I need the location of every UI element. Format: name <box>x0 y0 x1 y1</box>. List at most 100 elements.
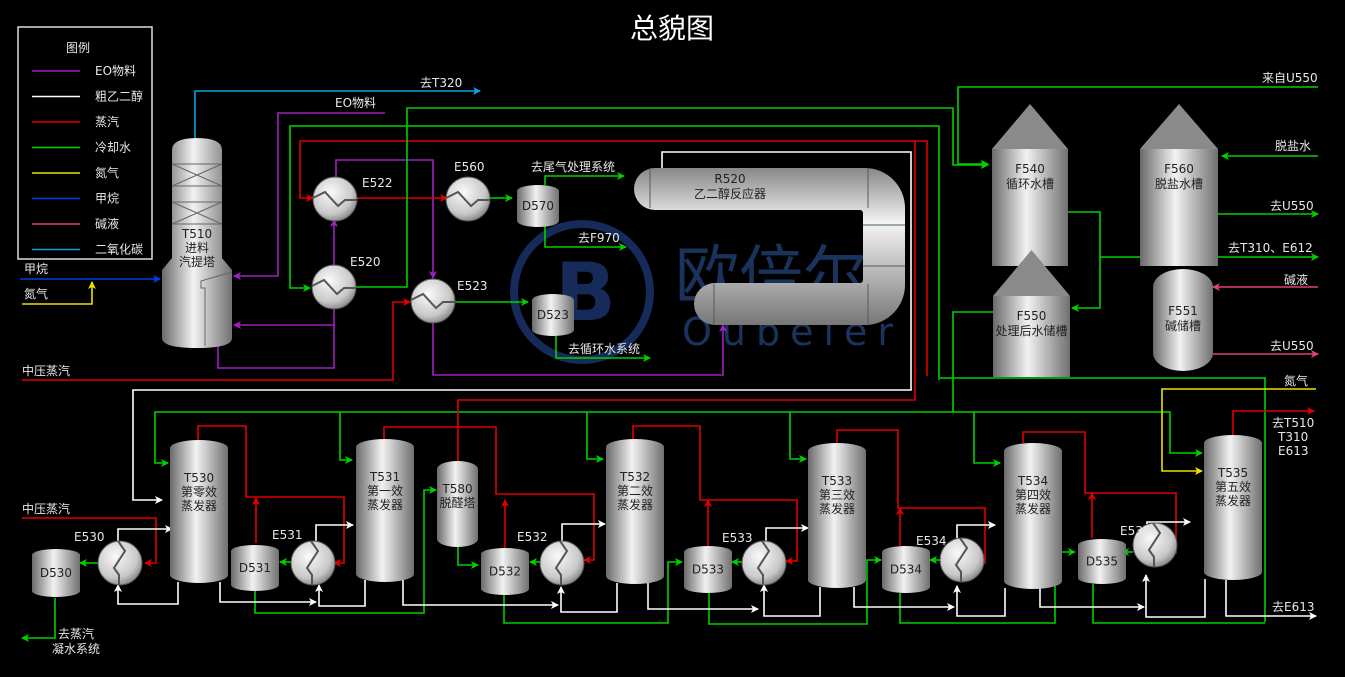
e532-exchanger[interactable]: E532 <box>517 530 585 586</box>
label-eo-feed: EO物料 <box>335 96 376 110</box>
label-mp-steam-top: 中压蒸汽 <box>22 363 70 378</box>
pipe-e531-to-t531 <box>315 521 354 546</box>
t534-tag: T534 <box>1017 474 1048 488</box>
d530-drum[interactable]: D530 <box>32 549 80 597</box>
watermark-logo-icon <box>510 220 654 364</box>
e531-exchanger[interactable]: E531 <box>272 528 336 586</box>
label-to-t510-l3: E613 <box>1278 444 1309 458</box>
pipe-cw-t531 <box>339 412 353 464</box>
d523-tag: D523 <box>537 308 569 322</box>
pipe-from-u550 <box>957 86 1318 168</box>
legend-label: 碱液 <box>95 216 119 231</box>
pipe-mp-steam-bottom <box>22 517 157 567</box>
t535-tag: T535 <box>1217 466 1248 480</box>
legend-item: 粗乙二醇 <box>32 89 143 104</box>
t510-name1: 进料 <box>185 241 209 255</box>
t580-name1: 脱醛塔 <box>439 495 475 510</box>
legend-item: 甲烷 <box>32 192 119 206</box>
d535-drum[interactable]: D535 <box>1078 539 1126 584</box>
e533-exchanger[interactable]: E533 <box>722 531 787 586</box>
e535-exchanger[interactable]: E535 <box>1120 522 1178 568</box>
f551-tank[interactable]: F551 碱储槽 <box>1153 269 1213 371</box>
pipe-eo-feed <box>233 112 385 280</box>
f551-tag: F551 <box>1168 304 1198 318</box>
label-to-t510-l2: T310 <box>1277 430 1308 444</box>
d531-drum[interactable]: D531 <box>231 545 279 591</box>
pipe-cw-t534 <box>973 412 1001 467</box>
d534-tag: D534 <box>890 563 922 577</box>
f550-name: 处理后水储槽 <box>995 323 1067 338</box>
d531-tag: D531 <box>239 561 271 575</box>
t532-tag: T532 <box>619 470 650 484</box>
t532-name2: 蒸发器 <box>617 497 653 512</box>
pipe-cw-t533 <box>789 412 807 463</box>
pipe-t530-vapor <box>197 425 345 567</box>
e522-tag: E522 <box>362 176 393 190</box>
t531-name1: 第一效 <box>367 483 403 498</box>
d533-tag: D533 <box>692 563 724 577</box>
pipe-to-offgas <box>544 172 625 185</box>
t535-name2: 蒸发器 <box>1215 493 1251 508</box>
label-to-t510-l1: 去T510 <box>1272 416 1314 430</box>
label-to-condensate-l1: 去蒸汽 <box>58 626 94 641</box>
f560-tag: F560 <box>1164 162 1194 176</box>
e532-tag: E532 <box>517 530 548 544</box>
d534-drum[interactable]: D534 <box>882 546 930 593</box>
pipe-d532-to-d533 <box>503 558 683 624</box>
d533-drum[interactable]: D533 <box>684 546 732 593</box>
label-demin-water: 脱盐水 <box>1275 138 1311 153</box>
e530-exchanger[interactable]: E530 <box>74 530 143 586</box>
e534-exchanger[interactable]: E534 <box>916 534 985 583</box>
legend-item: EO物料 <box>32 64 136 78</box>
pipe-t530-to-e531 <box>219 582 317 606</box>
t531-name2: 蒸发器 <box>367 497 403 512</box>
pipe-to-cw-system <box>555 336 651 362</box>
label-from-u550: 来自U550 <box>1262 71 1318 85</box>
pipe-to-condensate <box>21 598 56 642</box>
t530-name1: 第零效 <box>181 484 217 499</box>
f560-name: 脱盐水槽 <box>1155 176 1203 191</box>
pipe-t510-to-e520 <box>217 299 338 369</box>
e520-exchanger[interactable]: E520 <box>311 255 381 310</box>
pipe-mp-steam-top <box>22 298 411 381</box>
pipe-r520-to-t530 <box>132 151 912 504</box>
legend-label: 粗乙二醇 <box>95 89 143 104</box>
e523-exchanger[interactable]: E523 <box>410 278 488 324</box>
label-to-offgas: 去尾气处理系统 <box>531 159 615 174</box>
d532-tag: D532 <box>489 565 521 579</box>
e560-exchanger[interactable]: E560 <box>445 160 491 222</box>
e535-tag: E535 <box>1120 524 1151 538</box>
t530-name2: 蒸发器 <box>181 498 217 513</box>
pipe-nitrogen-right <box>1161 388 1316 475</box>
t510-tag: T510 <box>181 227 212 241</box>
label-to-e613: 去E613 <box>1272 600 1315 614</box>
d532-drum[interactable]: D532 <box>481 548 529 595</box>
d523-drum[interactable]: D523 <box>532 294 574 336</box>
f550-tag: F550 <box>1017 309 1047 323</box>
pipe-t580-to-d532 <box>457 546 479 569</box>
t510-stripper[interactable]: T510 进料 汽提塔 <box>162 138 233 348</box>
label-to-f970: 去F970 <box>578 231 620 245</box>
legend-item: 蒸汽 <box>32 114 119 129</box>
stream-labels: 甲烷 氮气 中压蒸汽 中压蒸汽 去T320 EO物料 去尾气处理系统 去F970… <box>22 71 1318 656</box>
label-caustic: 碱液 <box>1284 272 1308 287</box>
label-to-cw-system: 去循环水系统 <box>568 342 640 356</box>
e522-exchanger[interactable]: E522 <box>312 176 393 222</box>
label-to-t310-e612: 去T310、E612 <box>1228 241 1313 255</box>
r520-reactor[interactable]: R520 乙二醇反应器 <box>634 168 905 325</box>
r520-name: 乙二醇反应器 <box>694 186 766 201</box>
d570-drum[interactable]: D570 <box>517 185 559 227</box>
pipe-to-e613 <box>1225 580 1317 620</box>
pipe-t531-vapor <box>383 426 595 564</box>
